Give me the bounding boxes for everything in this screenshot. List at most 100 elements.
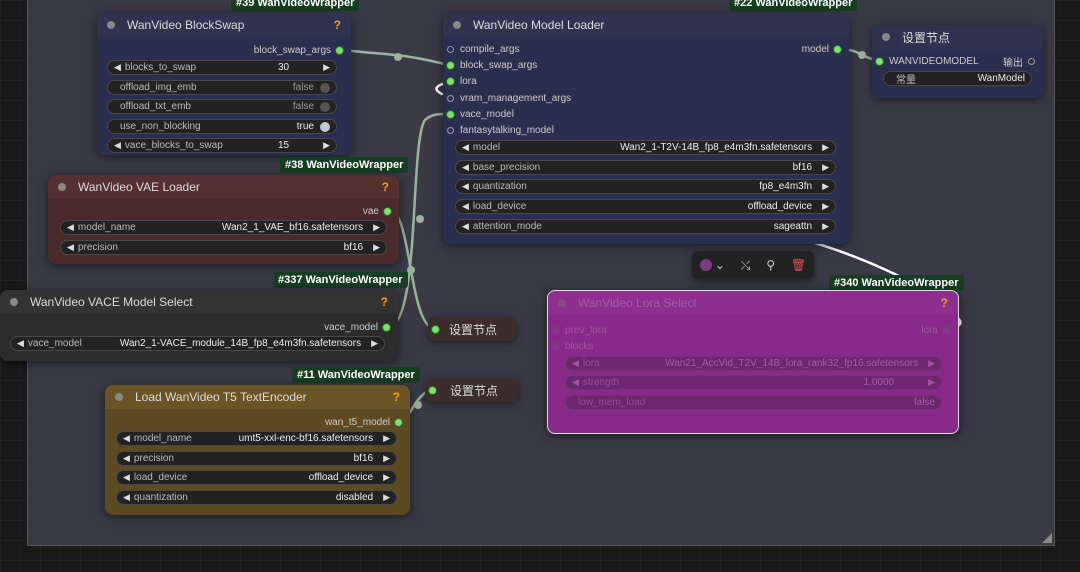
output-slot-lora[interactable]: lora <box>921 323 950 337</box>
help-icon[interactable]: ? <box>333 18 341 32</box>
input-slot-lora[interactable]: lora <box>447 74 477 88</box>
set-node-vae[interactable]: 设置节点 <box>428 317 516 341</box>
arrow-right-icon[interactable]: ▶ <box>383 492 390 502</box>
arrow-left-icon[interactable]: ◀ <box>123 472 130 482</box>
pin-button[interactable]: ⚲ <box>766 258 775 272</box>
number-widget-vace-blocks-to-swap[interactable]: ◀ vace_blocks_to_swap 15 ▶ <box>107 138 337 153</box>
toggle-off-icon[interactable] <box>320 101 330 112</box>
arrow-right-icon[interactable]: ▶ <box>383 472 390 482</box>
blockswap-node[interactable]: WanVideo BlockSwap ? block_swap_args ◀ b… <box>97 13 351 155</box>
collapse-dot-icon[interactable] <box>115 393 123 401</box>
vae-loader-node[interactable]: WanVideo VAE Loader ? vae ◀ model_name W… <box>48 175 399 264</box>
toggle-on-icon[interactable] <box>320 121 330 132</box>
arrow-left-icon[interactable]: ◀ <box>462 162 469 172</box>
collapse-dot-icon[interactable] <box>558 299 566 307</box>
collapse-dot-icon[interactable] <box>107 21 115 29</box>
help-icon[interactable]: ? <box>380 295 388 309</box>
input-slot-prev-lora[interactable]: prev_lora <box>552 323 607 337</box>
t5-encoder-node[interactable]: Load WanVideo T5 TextEncoder ? wan_t5_mo… <box>105 385 410 515</box>
output-slot-vace-model[interactable]: vace_model <box>324 320 390 334</box>
combo-widget-quantization[interactable]: ◀ quantization disabled ▶ <box>116 490 397 505</box>
slot-connector-icon[interactable] <box>447 126 454 134</box>
delete-button[interactable]: 🗑 <box>791 258 806 272</box>
set-node-t5[interactable]: 设置节点 <box>425 378 519 402</box>
node-title-bar[interactable]: WanVideo VACE Model Select ? <box>0 290 398 314</box>
node-title-bar[interactable]: WanVideo Model Loader <box>443 13 849 37</box>
arrow-left-icon[interactable]: ◀ <box>462 142 469 152</box>
node-title-bar[interactable]: 设置节点 <box>872 25 1043 49</box>
collapse-dot-icon[interactable] <box>58 183 66 191</box>
toggle-widget-use-non-blocking[interactable]: use_non_blocking true <box>107 119 337 134</box>
combo-widget-precision[interactable]: ◀ precision bf16 ▶ <box>116 451 397 466</box>
node-title-bar[interactable]: WanVideo Lora Select ? <box>548 291 958 315</box>
arrow-left-icon[interactable]: ◀ <box>67 222 74 232</box>
arrow-right-icon[interactable]: ▶ <box>323 140 330 150</box>
output-slot-block-swap-args[interactable]: block_swap_args <box>254 43 343 57</box>
help-icon[interactable]: ? <box>381 180 389 194</box>
input-slot-blocks[interactable]: blocks <box>552 339 593 353</box>
input-slot-vram-management-args[interactable]: vram_management_args <box>447 91 571 105</box>
slot-connector-icon[interactable] <box>429 386 436 394</box>
combo-widget-quantization[interactable]: ◀ quantization fp8_e4m3fn ▶ <box>455 179 836 194</box>
slot-connector-icon[interactable] <box>943 326 950 334</box>
combo-widget-load-device[interactable]: ◀ load_device offload_device ▶ <box>116 470 397 485</box>
arrow-left-icon[interactable]: ◀ <box>123 453 130 463</box>
arrow-right-icon[interactable]: ▶ <box>371 338 378 348</box>
input-slot-block-swap-args[interactable]: block_swap_args <box>447 58 537 72</box>
slot-connector-icon[interactable] <box>876 57 883 65</box>
combo-widget-base-precision[interactable]: ◀ base_precision bf16 ▶ <box>455 160 836 175</box>
arrow-left-icon[interactable]: ◀ <box>462 201 469 211</box>
help-icon[interactable]: ? <box>940 296 948 310</box>
arrow-left-icon[interactable]: ◀ <box>114 140 121 150</box>
combo-widget-precision[interactable]: ◀ precision bf16 ▶ <box>60 240 387 255</box>
arrow-left-icon[interactable]: ◀ <box>123 433 130 443</box>
combo-widget-model[interactable]: ◀ model Wan2_1-T2V-14B_fp8_e4m3fn.safete… <box>455 140 836 155</box>
group-resize-handle[interactable] <box>1042 533 1052 543</box>
slot-connector-icon[interactable] <box>384 207 391 215</box>
input-slot-fantasytalking-model[interactable]: fantasytalking_model <box>447 123 554 137</box>
arrow-right-icon[interactable]: ▶ <box>928 377 935 387</box>
collapse-dot-icon[interactable] <box>882 33 890 41</box>
collapse-dot-icon[interactable] <box>453 21 461 29</box>
arrow-left-icon[interactable]: ◀ <box>67 242 74 252</box>
slot-connector-icon[interactable] <box>383 323 390 331</box>
combo-widget-attention-mode[interactable]: ◀ attention_mode sageattn ▶ <box>455 219 836 234</box>
collapse-dot-icon[interactable] <box>10 298 18 306</box>
slot-connector-icon[interactable] <box>447 45 454 53</box>
arrow-left-icon[interactable]: ◀ <box>462 221 469 231</box>
node-title-bar[interactable]: Load WanVideo T5 TextEncoder ? <box>105 385 410 409</box>
slot-connector-icon[interactable] <box>447 77 454 85</box>
output-slot-vae[interactable]: vae <box>363 204 391 218</box>
slot-connector-icon[interactable] <box>447 61 454 69</box>
arrow-right-icon[interactable]: ▶ <box>373 242 380 252</box>
color-picker-button[interactable]: ⌄ <box>699 258 725 272</box>
combo-widget-model-name[interactable]: ◀ model_name umt5-xxl-enc-bf16.safetenso… <box>116 431 397 446</box>
lora-select-node[interactable]: WanVideo Lora Select ? prev_lora blocks … <box>547 290 959 434</box>
slot-connector-icon[interactable] <box>447 110 454 118</box>
number-widget-strength[interactable]: ◀ strength 1.0000 ▶ <box>565 375 942 390</box>
slot-connector-icon[interactable] <box>1028 57 1035 65</box>
arrow-left-icon[interactable]: ◀ <box>462 181 469 191</box>
input-slot-vace-model[interactable]: vace_model <box>447 107 514 121</box>
arrow-right-icon[interactable]: ▶ <box>822 221 829 231</box>
toggle-widget-low-mem-load[interactable]: low_mem_load false <box>565 395 942 410</box>
slot-connector-icon[interactable] <box>395 418 402 426</box>
node-title-bar[interactable]: WanVideo VAE Loader ? <box>48 175 399 199</box>
slot-connector-icon[interactable] <box>834 45 841 53</box>
combo-widget-lora[interactable]: ◀ lora Wan21_AccVid_T2V_14B_lora_rank32_… <box>565 356 942 371</box>
arrow-right-icon[interactable]: ▶ <box>373 222 380 232</box>
slot-connector-icon[interactable] <box>552 342 559 350</box>
set-node-model[interactable]: 设置节点 WANVIDEOMODEL 输出 常量 WanModel <box>872 25 1043 98</box>
arrow-left-icon[interactable]: ◀ <box>114 62 121 72</box>
toggle-widget-offload-txt-emb[interactable]: offload_txt_emb false <box>107 99 337 114</box>
arrow-left-icon[interactable]: ◀ <box>123 492 130 502</box>
combo-widget-model-name[interactable]: ◀ model_name Wan2_1_VAE_bf16.safetensors… <box>60 220 387 235</box>
node-title-bar[interactable]: WanVideo BlockSwap ? <box>97 13 351 37</box>
output-slot-wan-t5-model[interactable]: wan_t5_model <box>325 415 402 429</box>
output-slot-output[interactable]: 输出 <box>1003 54 1035 69</box>
output-slot-model[interactable]: model <box>802 42 841 56</box>
help-icon[interactable]: ? <box>392 390 400 404</box>
input-slot-compile-args[interactable]: compile_args <box>447 42 519 56</box>
arrow-left-icon[interactable]: ◀ <box>17 338 24 348</box>
arrow-left-icon[interactable]: ◀ <box>572 377 579 387</box>
